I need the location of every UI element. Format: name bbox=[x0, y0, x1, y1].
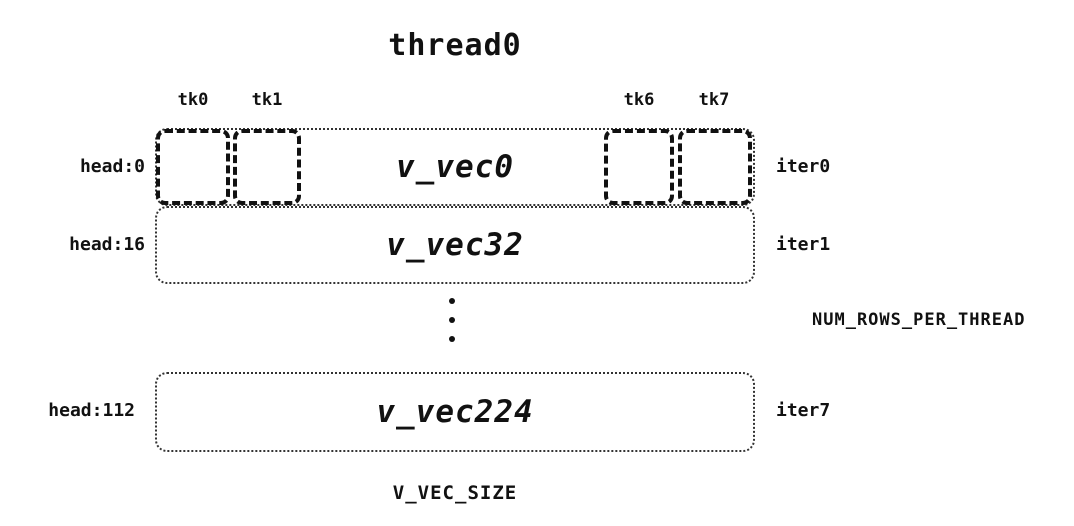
vertical-ellipsis bbox=[449, 298, 455, 342]
v-vec-size-label: V_VEC_SIZE bbox=[392, 482, 518, 504]
tick-label-tk6: tk6 bbox=[623, 90, 655, 110]
thread-cell-tk7 bbox=[678, 129, 752, 205]
iter-label-row7: iter7 bbox=[776, 400, 831, 421]
ellipsis-dot bbox=[449, 317, 455, 323]
iter-label-row0: iter0 bbox=[776, 156, 831, 177]
vector-row-iter7-label: v_vec224 bbox=[376, 394, 534, 430]
num-rows-per-thread-label: NUM_ROWS_PER_THREAD bbox=[812, 310, 1026, 330]
iter-label-row1: iter1 bbox=[776, 234, 831, 255]
vector-row-iter7: v_vec224 bbox=[155, 372, 755, 452]
thread-cell-tk1 bbox=[233, 129, 301, 205]
head-offset-label-row0: head:0 bbox=[79, 156, 145, 177]
diagram-title: thread0 bbox=[388, 28, 522, 63]
tick-label-tk7: tk7 bbox=[698, 90, 730, 110]
ellipsis-dot bbox=[449, 336, 455, 342]
vector-row-iter1-label: v_vec32 bbox=[386, 227, 524, 263]
vector-row-iter0-label: v_vec0 bbox=[396, 149, 514, 185]
vector-row-iter1: v_vec32 bbox=[155, 206, 755, 284]
thread-cell-tk0 bbox=[156, 129, 230, 205]
tick-label-tk0: tk0 bbox=[177, 90, 209, 110]
head-offset-label-row7: head:112 bbox=[48, 400, 135, 421]
ellipsis-dot bbox=[449, 298, 455, 304]
tick-label-tk1: tk1 bbox=[251, 90, 283, 110]
thread-cell-tk6 bbox=[604, 129, 674, 205]
head-offset-label-row1: head:16 bbox=[69, 234, 145, 255]
